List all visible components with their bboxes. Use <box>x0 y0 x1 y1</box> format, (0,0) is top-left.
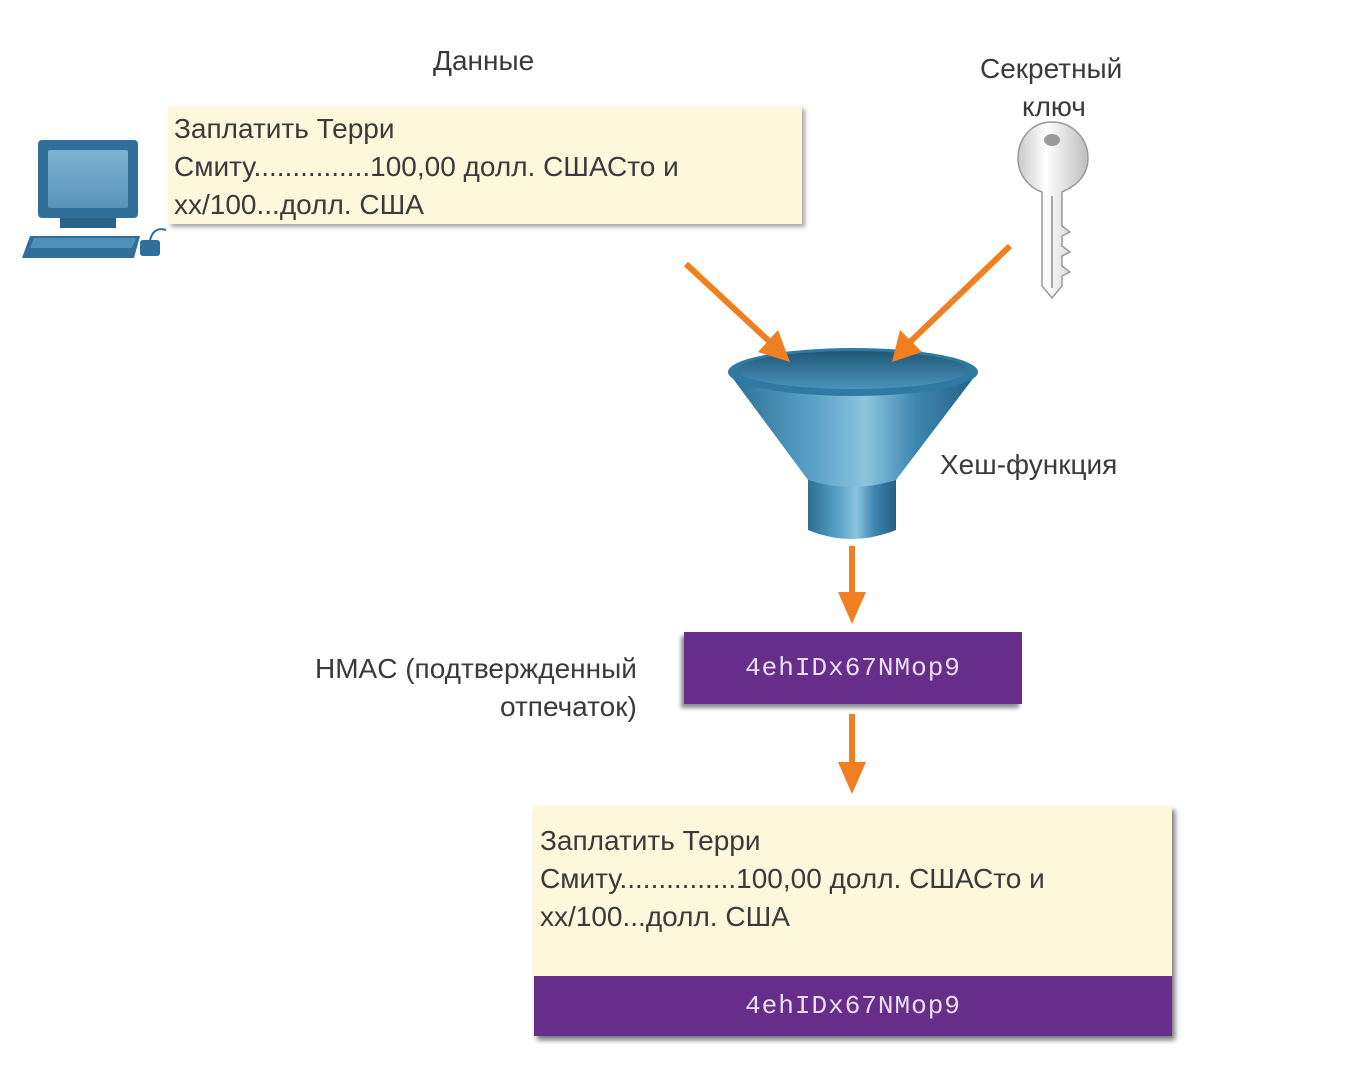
hmac-box: 4ehIDx67NMop9 <box>684 632 1022 704</box>
hmac-label-line2: отпечаток) <box>500 691 637 722</box>
output-message-box: Заплатить Терри Смиту...............100,… <box>534 806 1172 1036</box>
message-box: Заплатить Терри Смиту...............100,… <box>168 106 802 224</box>
message-line-3: xx/100...долл. США <box>174 189 424 220</box>
hash-function-label: Хеш-функция <box>940 449 1118 480</box>
output-line-2: Смиту...............100,00 долл. СШАСто … <box>540 863 1045 894</box>
arrow-data-to-funnel <box>683 261 790 362</box>
message-line-2: Смиту...............100,00 долл. СШАСто … <box>174 151 679 182</box>
message-text: Заплатить Терри Смиту...............100,… <box>174 110 679 224</box>
output-message-text: Заплатить Терри Смиту...............100,… <box>540 822 1045 936</box>
secret-key-label-line2: ключ <box>1022 91 1086 122</box>
output-line-1: Заплатить Терри <box>540 825 761 856</box>
message-line-1: Заплатить Терри <box>174 113 395 144</box>
key-icon <box>1017 121 1089 300</box>
computer-icon <box>22 140 167 258</box>
arrow-key-to-funnel <box>892 243 1013 362</box>
hmac-label-line1: HMAC (подтвержденный <box>315 653 637 684</box>
secret-key-label-line1: Секретный <box>980 53 1123 84</box>
arrow-funnel-to-hmac <box>838 546 866 624</box>
arrow-hmac-to-output <box>838 714 866 794</box>
output-line-3: xx/100...долл. США <box>540 901 790 932</box>
funnel-icon <box>728 348 978 539</box>
output-hmac-strip: 4ehIDx67NMop9 <box>534 976 1172 1036</box>
data-label: Данные <box>433 45 535 76</box>
